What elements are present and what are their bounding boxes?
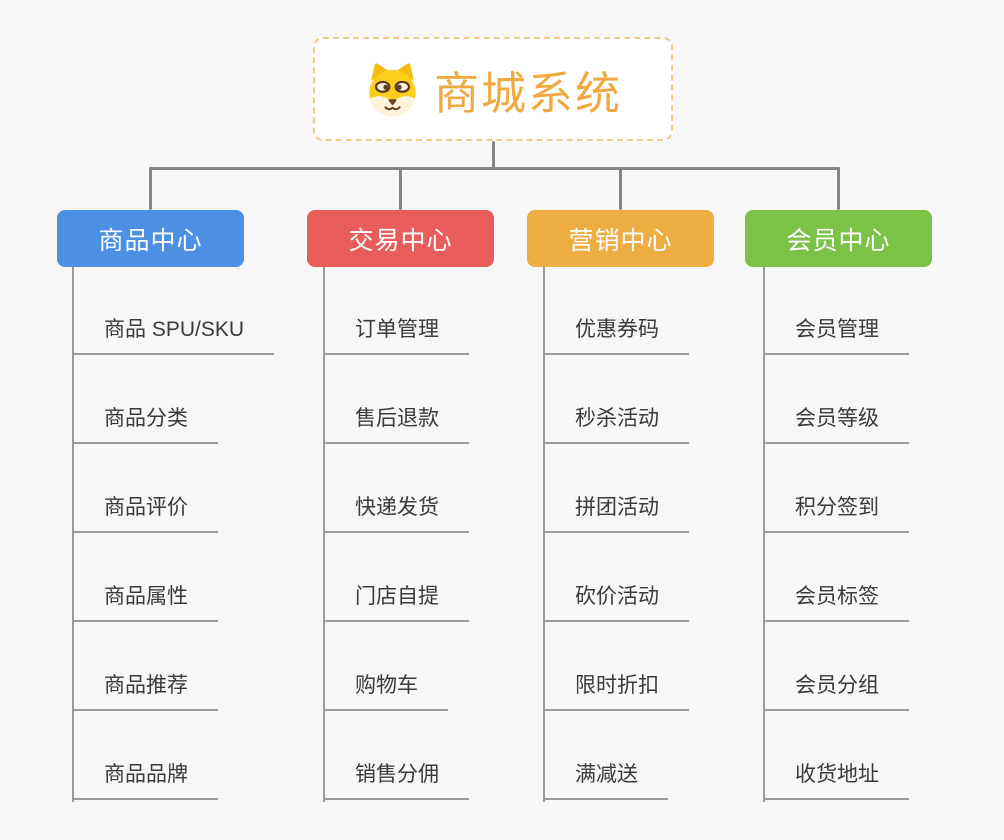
root-node[interactable]: 商城系统 <box>313 37 673 141</box>
child-node-label[interactable]: 收货地址 <box>763 758 909 800</box>
child-node-label[interactable]: 积分签到 <box>763 491 909 533</box>
child-node[interactable]: 售后退款 <box>323 355 469 444</box>
child-node-label[interactable]: 售后退款 <box>323 402 469 444</box>
child-node-label[interactable]: 商品品牌 <box>72 758 218 800</box>
connector-line <box>149 167 152 210</box>
child-node[interactable]: 商品评价 <box>72 444 218 533</box>
child-node-label[interactable]: 会员等级 <box>763 402 909 444</box>
child-node-label[interactable]: 商品 SPU/SKU <box>72 313 275 355</box>
child-node[interactable]: 快递发货 <box>323 444 469 533</box>
child-node-label[interactable]: 会员管理 <box>763 313 909 355</box>
child-node-label[interactable]: 砍价活动 <box>543 580 689 622</box>
child-node-label[interactable]: 秒杀活动 <box>543 402 689 444</box>
child-node[interactable]: 拼团活动 <box>543 444 689 533</box>
branch-node-trade-center[interactable]: 交易中心 <box>307 210 494 267</box>
child-node-label[interactable]: 会员分组 <box>763 669 909 711</box>
branch-spine <box>763 267 765 802</box>
child-node[interactable]: 商品推荐 <box>72 622 218 711</box>
child-node-label[interactable]: 销售分佣 <box>323 758 469 800</box>
branch-children-trade-center: 订单管理 售后退款 快递发货 门店自提 购物车 销售分佣 <box>323 267 469 800</box>
child-node-label[interactable]: 满减送 <box>543 758 668 800</box>
branch-spine <box>72 267 74 802</box>
branch-spine <box>323 267 325 802</box>
branch-node-product-center[interactable]: 商品中心 <box>57 210 244 267</box>
child-node[interactable]: 销售分佣 <box>323 711 469 800</box>
child-node-label[interactable]: 订单管理 <box>323 313 469 355</box>
root-title: 商城系统 <box>433 67 622 119</box>
child-node-label[interactable]: 会员标签 <box>763 580 909 622</box>
child-node[interactable]: 购物车 <box>323 622 448 711</box>
connector-line <box>399 167 402 210</box>
child-node[interactable]: 秒杀活动 <box>543 355 689 444</box>
child-node-label[interactable]: 快递发货 <box>323 491 469 533</box>
branch-node-member-center[interactable]: 会员中心 <box>745 210 932 267</box>
dog-face-icon <box>369 62 416 116</box>
branch-children-product-center: 商品 SPU/SKU 商品分类 商品评价 商品属性 商品推荐 商品品牌 <box>72 267 275 800</box>
connector-line <box>837 167 840 210</box>
child-node[interactable]: 商品品牌 <box>72 711 218 800</box>
child-node[interactable]: 商品 SPU/SKU <box>72 267 275 355</box>
child-node[interactable]: 会员标签 <box>763 533 909 622</box>
connector-line <box>619 167 622 210</box>
child-node[interactable]: 订单管理 <box>323 267 469 355</box>
child-node[interactable]: 收货地址 <box>763 711 909 800</box>
child-node-label[interactable]: 商品推荐 <box>72 669 218 711</box>
child-node-label[interactable]: 商品分类 <box>72 402 218 444</box>
child-node-label[interactable]: 商品评价 <box>72 491 218 533</box>
branch-children-marketing-center: 优惠券码 秒杀活动 拼团活动 砍价活动 限时折扣 满减送 <box>543 267 689 800</box>
child-node-label[interactable]: 拼团活动 <box>543 491 689 533</box>
child-node[interactable]: 门店自提 <box>323 533 469 622</box>
child-node-label[interactable]: 限时折扣 <box>543 669 689 711</box>
child-node[interactable]: 会员等级 <box>763 355 909 444</box>
child-node[interactable]: 会员管理 <box>763 267 909 355</box>
child-node[interactable]: 限时折扣 <box>543 622 689 711</box>
branch-spine <box>543 267 545 802</box>
child-node-label[interactable]: 门店自提 <box>323 580 469 622</box>
child-node[interactable]: 商品分类 <box>72 355 218 444</box>
child-node[interactable]: 积分签到 <box>763 444 909 533</box>
child-node-label[interactable]: 优惠券码 <box>543 313 689 355</box>
child-node[interactable]: 砍价活动 <box>543 533 689 622</box>
child-node[interactable]: 优惠券码 <box>543 267 689 355</box>
branch-children-member-center: 会员管理 会员等级 积分签到 会员标签 会员分组 收货地址 <box>763 267 909 800</box>
connector-line <box>149 167 840 170</box>
child-node[interactable]: 会员分组 <box>763 622 909 711</box>
child-node[interactable]: 满减送 <box>543 711 668 800</box>
connector-line <box>492 141 495 168</box>
child-node-label[interactable]: 购物车 <box>323 669 448 711</box>
branch-node-marketing-center[interactable]: 营销中心 <box>527 210 714 267</box>
child-node[interactable]: 商品属性 <box>72 533 218 622</box>
child-node-label[interactable]: 商品属性 <box>72 580 218 622</box>
